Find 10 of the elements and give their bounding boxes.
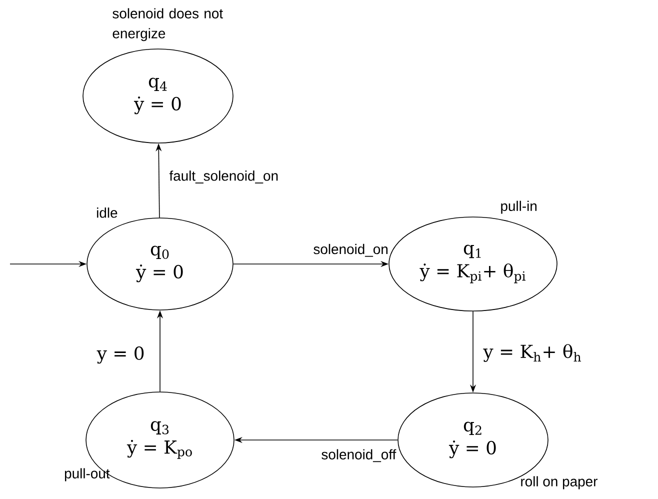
state-label: roll on paper (521, 476, 598, 490)
state-label: pull-in (501, 200, 536, 214)
edge-label: solenoid_on (312, 242, 390, 258)
edge-label: y = 0 (96, 345, 146, 365)
state-label: solenoid does not energize (112, 8, 223, 42)
edge-label: solenoid_off (320, 448, 398, 464)
edge-label: fault_solenoid_on (168, 170, 280, 184)
state-label: idle (97, 208, 118, 218)
edge-label: y = K$_{h}$+ θ$_{h}$ (482, 343, 583, 363)
state-label: pull-out (64, 468, 110, 482)
